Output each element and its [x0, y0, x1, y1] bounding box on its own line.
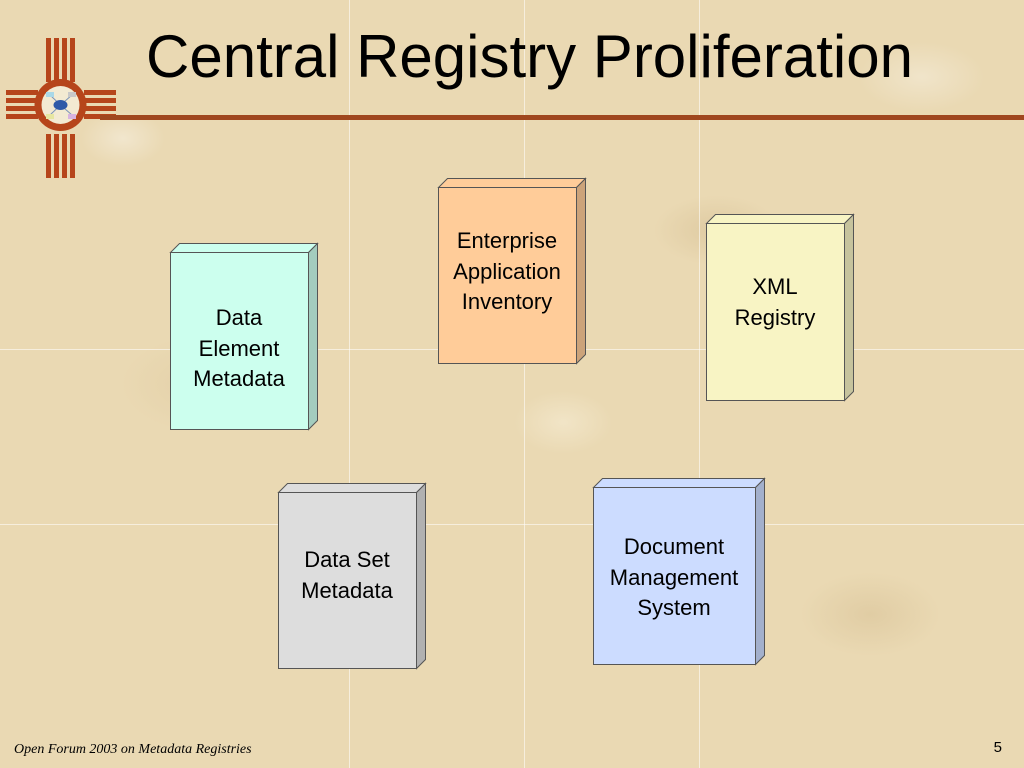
data-element-metadata-box: Data Element Metadata	[169, 242, 319, 431]
title-underline	[100, 115, 1024, 120]
data-set-metadata-box: Data Set Metadata	[277, 482, 427, 670]
grid-line	[524, 0, 525, 768]
slide-title: Central Registry Proliferation	[146, 23, 913, 90]
page-number: 5	[993, 739, 1002, 756]
zia-sun-logo-icon	[6, 38, 116, 183]
xml-registry-box: XML Registry	[705, 213, 855, 402]
document-management-system-box: Document Management System	[592, 477, 766, 666]
box-label: XML Registry	[734, 274, 816, 330]
box-shape	[277, 482, 427, 670]
box-shape	[705, 213, 855, 402]
box-shape	[592, 477, 766, 666]
box-label: Enterprise Application Inventory	[453, 228, 561, 314]
slide-footer: Open Forum 2003 on Metadata Registries	[14, 742, 252, 757]
grid-line	[0, 524, 1024, 525]
enterprise-application-inventory-box: Enterprise Application Inventory	[437, 177, 587, 365]
grid-line	[699, 0, 700, 768]
box-label: Document Management System	[609, 534, 739, 620]
box-label: Data Set Metadata	[301, 547, 393, 603]
box-shape	[169, 242, 319, 431]
box-shape	[437, 177, 587, 365]
box-label: Data Element Metadata	[193, 305, 285, 391]
grid-line	[349, 0, 350, 768]
